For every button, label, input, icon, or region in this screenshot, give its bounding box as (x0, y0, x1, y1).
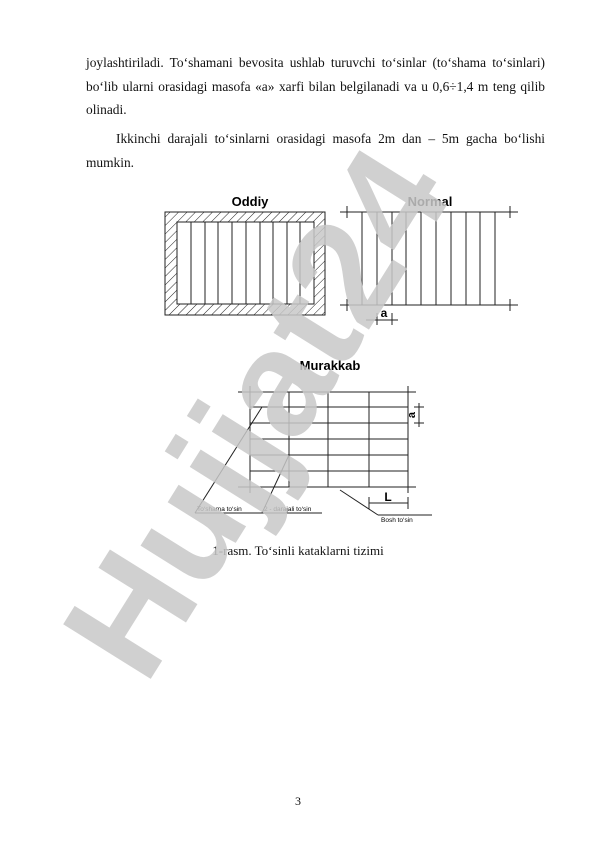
murakkab-diagram (194, 386, 432, 516)
label-normal: Normal (408, 194, 453, 209)
dim-a-normal: a (381, 306, 388, 320)
callout-bosh: Bosh to‘sin (381, 517, 413, 524)
paragraph-2: Ikkinchi darajali to‘sinlarni orasidagi … (86, 131, 545, 170)
page-number: 3 (295, 794, 301, 808)
label-murakkab: Murakkab (300, 358, 361, 373)
callout-toshama: To‘shama to‘sin (197, 506, 242, 513)
label-oddiy: Oddiy (232, 194, 270, 209)
dim-a-murakkab: a (406, 411, 418, 418)
normal-diagram (340, 206, 518, 325)
dim-L: L (384, 490, 391, 504)
paragraph-1: joylashtiriladi. To‘shamani bevosita ush… (86, 55, 545, 117)
oddiy-diagram (164, 211, 326, 316)
callout-ikkinchi: 2 - darajali to‘sin (264, 506, 312, 513)
figure-caption: 1-rasm. To‘sinli kataklarni tizimi (212, 543, 384, 558)
